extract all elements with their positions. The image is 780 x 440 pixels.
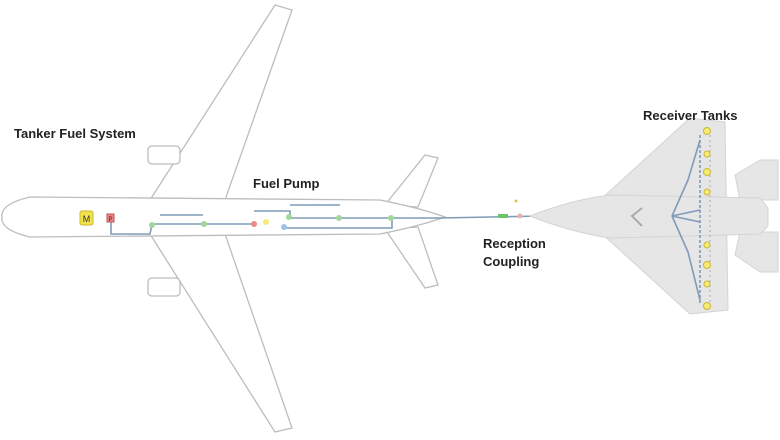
motor-label: M — [83, 214, 91, 224]
tanker-tail-top — [383, 154, 439, 208]
receiver-aircraft — [528, 117, 779, 315]
valves — [149, 199, 523, 230]
reception-coupling-label-line1: Reception — [483, 236, 546, 251]
receiver-tanks-label: Receiver Tanks — [643, 108, 738, 123]
pump-label: P — [108, 217, 112, 223]
tanker-fuselage — [1, 196, 447, 238]
motor-box — [79, 210, 94, 226]
receiver-tank-icons — [703, 127, 711, 310]
tanker-engine-top — [147, 145, 181, 165]
tanker-aircraft — [1, 4, 447, 433]
tanker-fuel-system-label: Tanker Fuel System — [14, 126, 136, 141]
jet-tail-bottom — [734, 231, 779, 273]
tanker-wing-bottom — [148, 233, 293, 433]
reception-coupling-label-line2: Coupling — [483, 254, 540, 269]
tanker-tail-bottom — [383, 226, 439, 289]
jet-tail-top — [734, 159, 779, 201]
jet-canopy-mark — [630, 207, 643, 227]
pump-box — [106, 213, 115, 223]
tanker-wing-top — [148, 4, 293, 201]
tanker-engine-bottom — [147, 277, 181, 297]
fuel-pump-label: Fuel Pump — [253, 176, 320, 191]
jet-fuselage — [528, 194, 769, 239]
